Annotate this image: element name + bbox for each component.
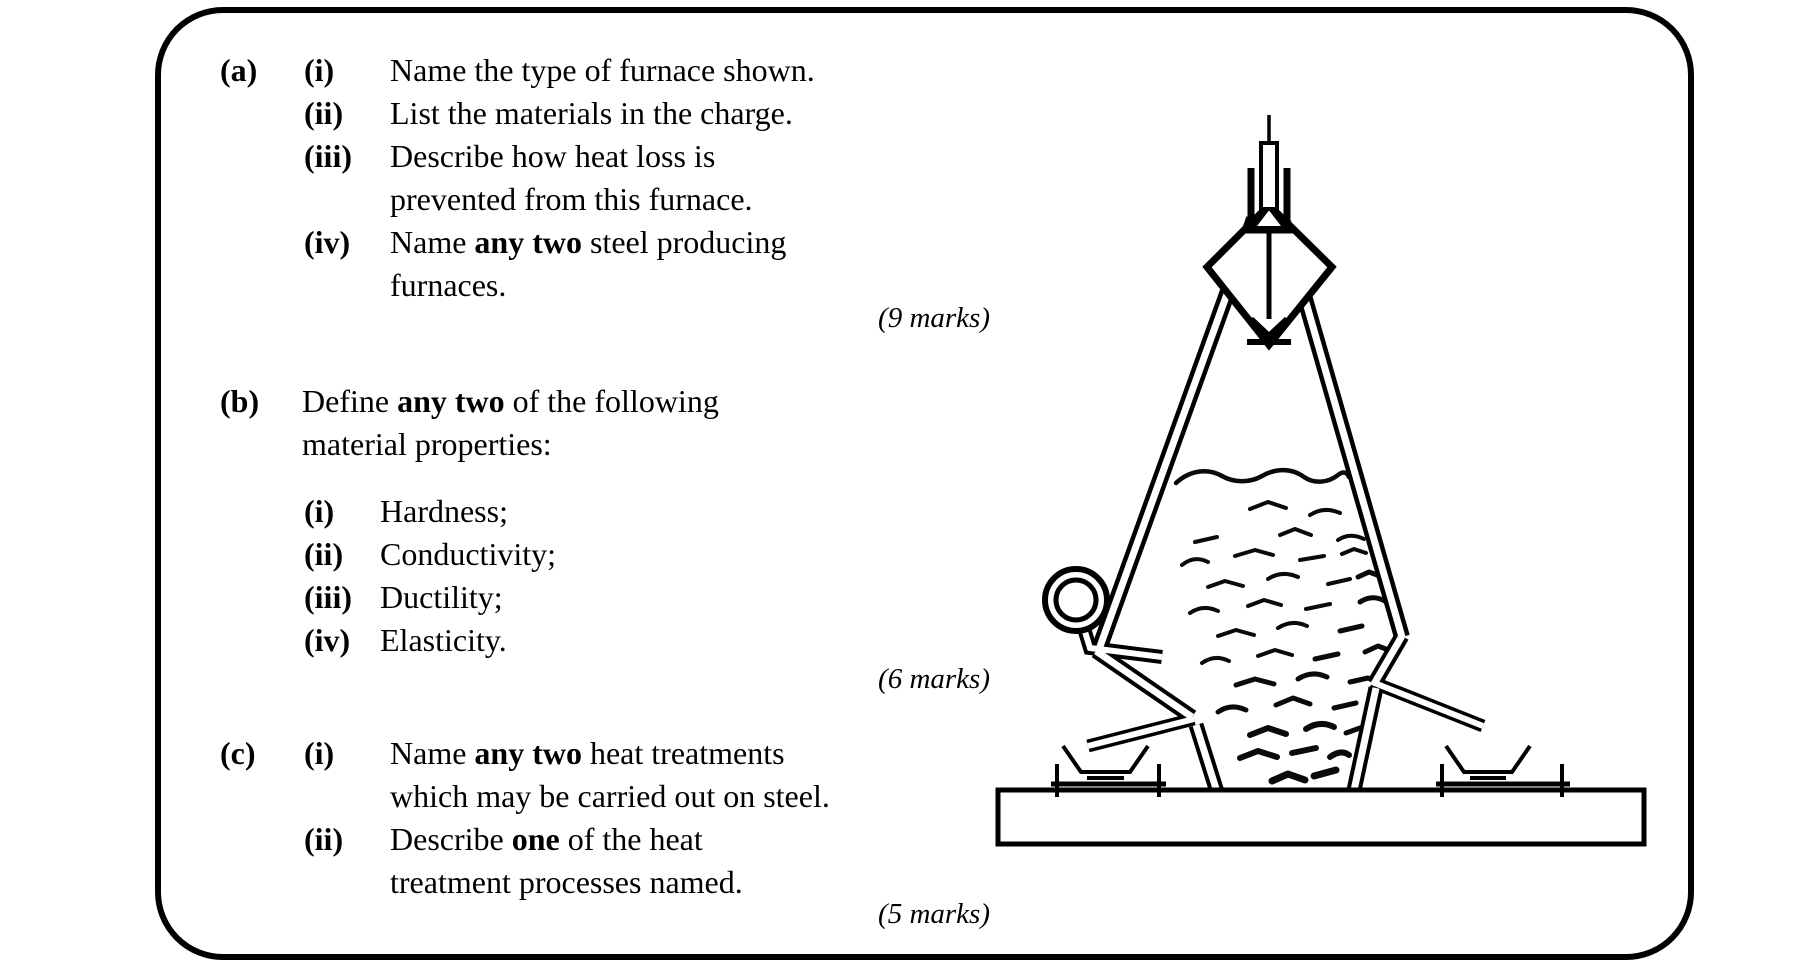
c-item-i-text: Name any two heat treatments [390,733,785,773]
b-item-iii-text: Ductility; [380,579,503,615]
question-line: which may be carried out on steel. [0,776,1050,818]
bold-text-run: any two [474,735,582,771]
question-line: prevented from this furnace. [0,179,1050,221]
text-run: heat treatments [581,735,785,771]
charge-hopper [1202,115,1337,351]
text-run: of the heat [559,821,703,857]
melt-surface [1173,467,1352,486]
text-run: of the following [504,383,719,419]
base-platform [995,787,1647,847]
question-line: furnaces. [0,265,1050,307]
question-line: (ii) Describe one of the heat [0,819,1050,861]
item-iv-text: Name any two steel producing [390,222,786,262]
part-b-text-2: material properties: [302,426,552,462]
b-item-i-text: Hardness; [380,493,508,529]
question-line: material properties: [0,424,1050,466]
mold-stand-right [1436,744,1570,797]
part-b-label: (b) [220,383,260,419]
part-c-label: (c) [220,735,256,771]
part-a-label: (a) [220,52,258,88]
upper-bell-cone [1248,203,1290,230]
question-line: (ii) Conductivity; [0,534,1050,576]
question-line: (iii) Describe how heat loss is [0,136,1050,178]
b-item-ii-text: Conductivity; [380,536,556,572]
text-run: Name [390,224,475,260]
bold-text-run: any two [474,224,582,260]
bold-text-run: any two [397,383,505,419]
question-line: (iv) Elasticity. [0,620,1050,662]
bold-text-run: one [511,821,560,857]
mold-stand-left [1051,744,1166,797]
marks-b: (6 marks) [878,663,990,695]
question-line: (c) (i) Name any two heat treatments [0,733,1050,775]
item-ii-num: (ii) [304,95,344,131]
item-iii-text-2: prevented from this furnace. [390,181,753,217]
item-ii-text: List the materials in the charge. [390,95,793,131]
c-item-ii-text-2: treatment processes named. [390,864,743,900]
item-iv-text-2: furnaces. [390,267,507,303]
c-item-ii-text: Describe one of the heat [390,819,703,859]
c-item-i-num: (i) [304,735,335,771]
question-line: (i) Hardness; [0,491,1050,533]
melt-dashes [1180,500,1394,785]
text-run: Name [390,735,475,771]
marks-a: (9 marks) [878,302,990,334]
lower-bell-cone [1248,316,1290,339]
question-line: (iii) Ductility; [0,577,1050,619]
b-item-iii-num: (iii) [304,579,352,615]
part-b-text: Define any two of the following [302,381,719,421]
text-run: Define [302,383,398,419]
question-line: (iv) Name any two steel producing [0,222,1050,264]
item-iii-num: (iii) [304,138,352,174]
charging-tube [1259,141,1279,211]
b-item-iv-text: Elasticity. [380,622,507,658]
text-run: steel producing [581,224,787,260]
question-line: treatment processes named. [0,862,1050,904]
b-item-iv-num: (iv) [304,622,351,658]
question-line: (a) (i) Name the type of furnace shown. [0,50,1050,92]
item-i-num: (i) [304,52,335,88]
furnace-figure [995,115,1647,847]
text-run: Describe [390,821,512,857]
marks-c: (5 marks) [878,898,990,930]
item-iii-text: Describe how heat loss is [390,138,716,174]
question-line: (ii) List the materials in the charge. [0,93,1050,135]
item-i-text: Name the type of furnace shown. [390,52,815,88]
page-border [155,7,1694,960]
question-line: (b) Define any two of the following [0,381,1050,423]
b-item-ii-num: (ii) [304,536,344,572]
b-item-i-num: (i) [304,493,335,529]
blast-ring [1042,566,1110,634]
item-iv-num: (iv) [304,224,351,260]
c-item-i-text-2: which may be carried out on steel. [390,778,830,814]
c-item-ii-num: (ii) [304,821,344,857]
